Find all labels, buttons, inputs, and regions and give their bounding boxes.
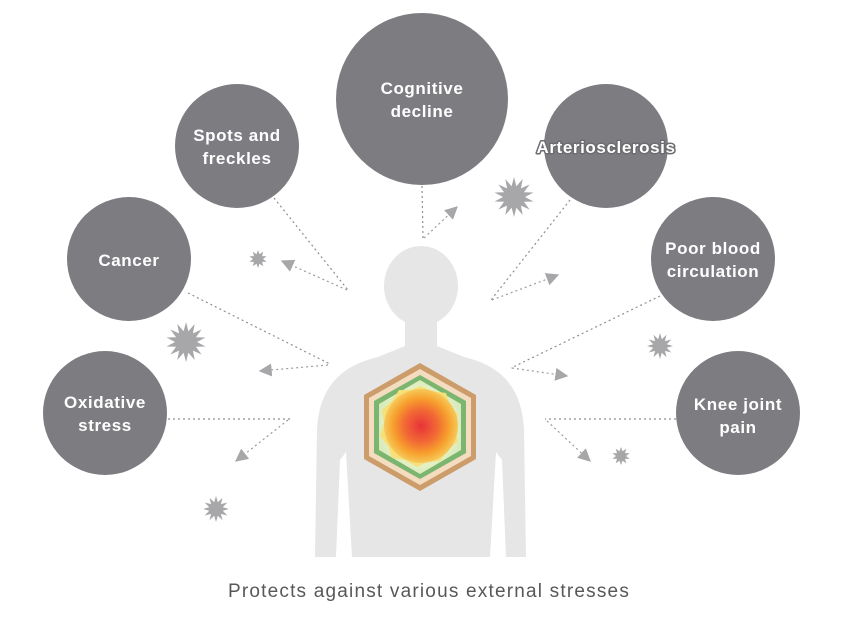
node-knee-line2: pain — [719, 418, 756, 437]
node-cancer-line1: Cancer — [98, 251, 159, 270]
node-poor-blood-line2: circulation — [667, 262, 760, 281]
stress-line-cancer — [187, 292, 331, 365]
stress-burst-icon — [494, 177, 534, 217]
defense-arrow-cancer — [258, 363, 329, 377]
node-arterio-line1: Arteriosclerosis — [536, 138, 675, 157]
stress-line-arterio — [490, 199, 571, 301]
stress-burst-icon — [249, 250, 267, 268]
node-oxidative: Oxidative stress — [43, 351, 167, 475]
node-knee: Knee joint pain — [676, 351, 800, 475]
defense-arrow-spots — [280, 259, 348, 291]
defense-arrow-cognitive — [423, 206, 458, 239]
defense-arrow-poor-blood — [511, 367, 569, 381]
defense-arrow-icon — [234, 206, 591, 462]
node-cognitive-line1: Cognitive — [381, 79, 464, 98]
node-spots: Spots and freckles — [175, 84, 299, 208]
node-poor-blood-line1: Poor blood — [665, 239, 761, 258]
stress-lines — [168, 185, 676, 420]
node-oxidative-line2: stress — [78, 416, 132, 435]
caption: Protects against various external stress… — [227, 581, 631, 602]
node-poor-blood: Poor blood circulation — [651, 197, 775, 321]
stress-line-spots — [273, 197, 349, 291]
stress-line-cognitive — [421, 185, 424, 239]
node-spots-line1: Spots and — [193, 126, 281, 145]
stress-burst-icon — [203, 496, 229, 522]
stress-burst-icon — [612, 447, 630, 465]
node-arterio: Arteriosclerosis — [535, 84, 676, 208]
shield-hexagon-icon — [364, 363, 476, 491]
core-center — [384, 389, 458, 463]
node-spots-line2: freckles — [202, 149, 271, 168]
defense-arrow-knee — [546, 420, 591, 462]
stress-line-poor-blood — [510, 295, 661, 369]
stress-burst-icon — [166, 322, 206, 362]
defense-arrow-arterio — [491, 273, 560, 301]
stress-bursts — [166, 177, 673, 522]
node-oxidative-line1: Oxidative — [64, 393, 146, 412]
node-knee-line1: Knee joint — [694, 395, 782, 414]
defense-arrow-oxidative — [234, 419, 289, 462]
node-cancer: Cancer — [67, 197, 191, 321]
stress-burst-icon — [647, 333, 673, 359]
node-cognitive-line2: decline — [391, 102, 454, 121]
node-cognitive: Cognitive decline — [336, 13, 508, 185]
